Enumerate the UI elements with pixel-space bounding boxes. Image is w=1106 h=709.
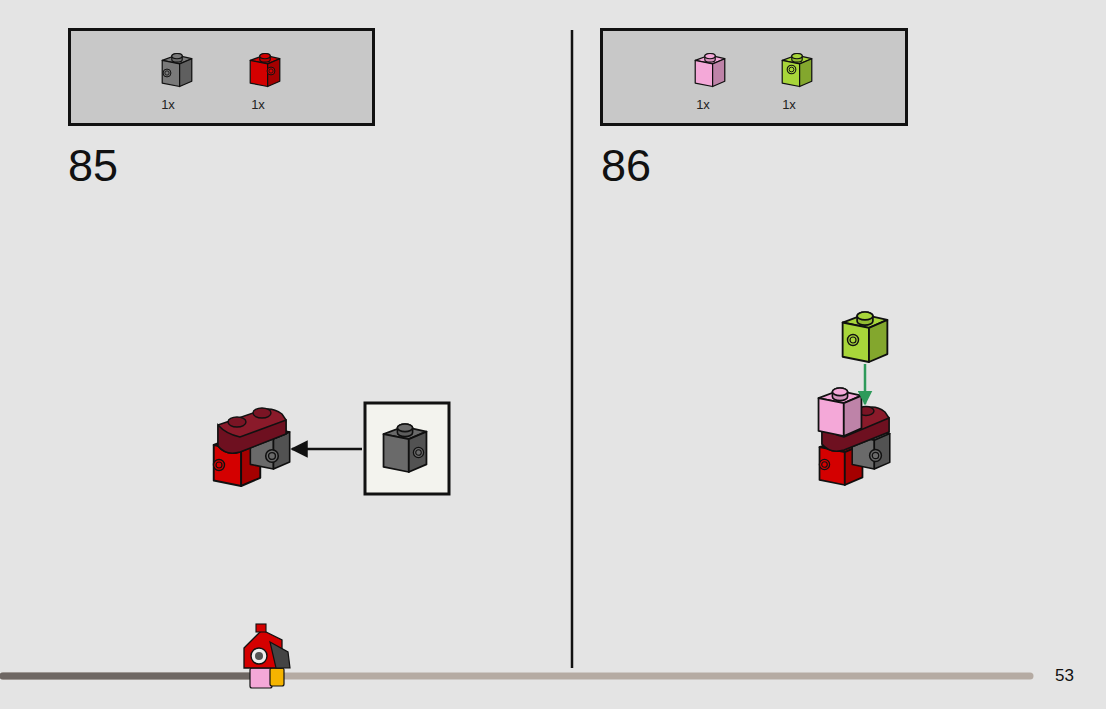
parts-box-fill: [70, 30, 372, 123]
step-number: 85: [68, 143, 118, 188]
part-quantity: 1x: [251, 98, 265, 111]
placement-arrow: [292, 448, 362, 451]
parts-box-fill: [602, 30, 905, 123]
callout-box: [365, 403, 449, 494]
side-stud: [848, 335, 859, 346]
part-quantity: 1x: [782, 98, 796, 111]
page-divider: [571, 30, 574, 668]
pink-brick-icon: [695, 53, 725, 86]
part-quantity: 1x: [161, 98, 175, 111]
side-stud: [787, 65, 796, 74]
gray-brick-icon: [162, 53, 192, 86]
progress-figure: [244, 624, 290, 688]
side-stud: [267, 67, 275, 75]
side-stud: [413, 447, 423, 457]
parts-list-box: 1x 1x: [68, 28, 375, 126]
progress-track: [3, 673, 1030, 680]
progress-fill: [3, 673, 258, 680]
callout-brick: [384, 424, 427, 472]
side-stud: [163, 69, 171, 77]
parts-list-box: 1x 1x: [600, 28, 908, 126]
green-brick-icon: [782, 53, 812, 86]
step86-model: [819, 388, 890, 485]
red-brick-icon: [250, 53, 280, 86]
step-number: 86: [601, 143, 651, 188]
placement-arrow: [864, 364, 867, 404]
step85-model: [214, 408, 290, 486]
green-brick: [843, 312, 888, 362]
part-quantity: 1x: [696, 98, 710, 111]
page-number: 53: [1055, 667, 1074, 684]
